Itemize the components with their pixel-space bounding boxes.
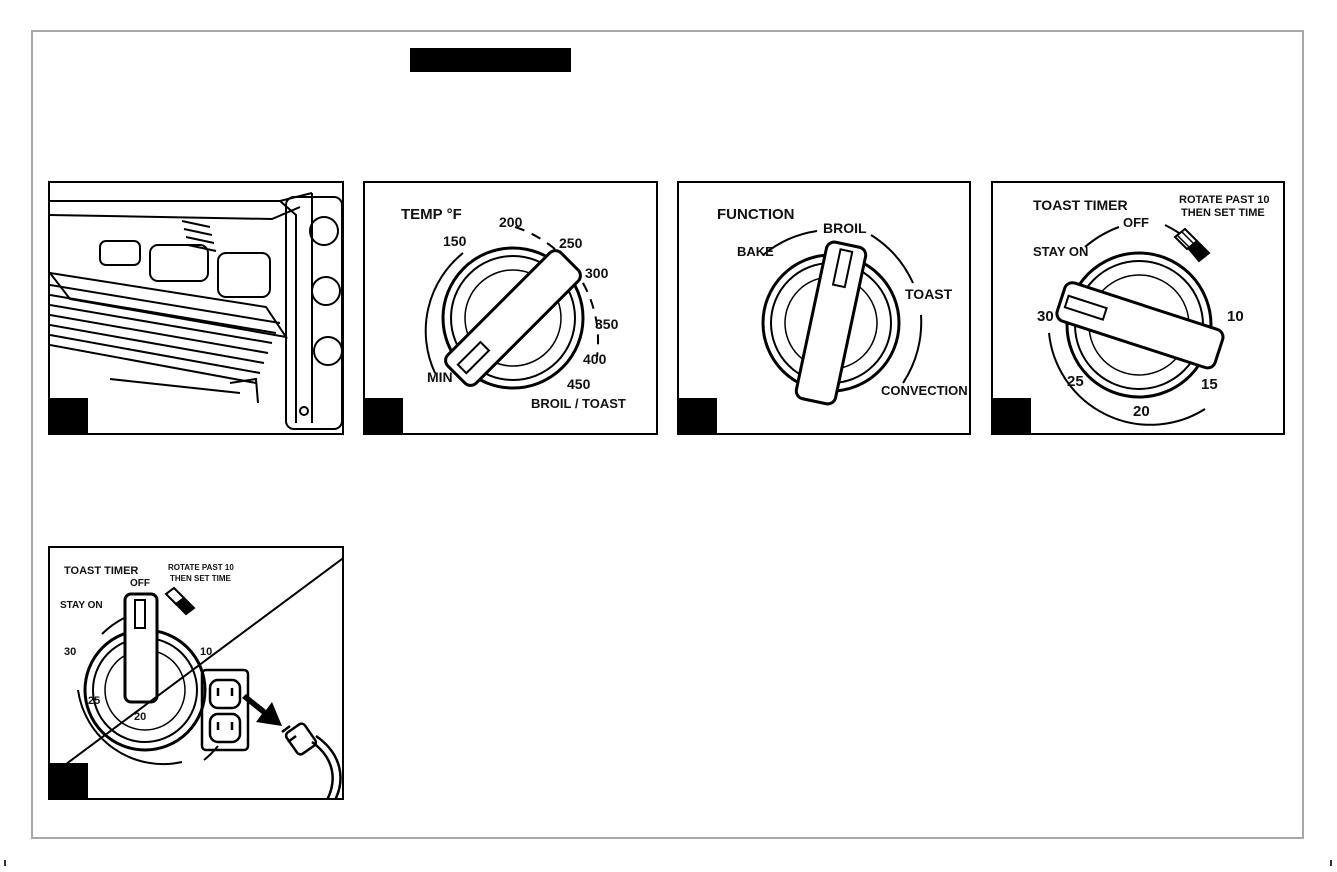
- unplug-rotate-line2: THEN SET TIME: [170, 574, 232, 583]
- temp-tick-400: 400: [583, 351, 607, 367]
- timer-stay-on-label: STAY ON: [1033, 244, 1088, 259]
- step-number-box: [50, 398, 88, 433]
- timer-title: TOAST TIMER: [1033, 197, 1128, 213]
- unplug-illustration: TOAST TIMER ROTATE PAST 10 THEN SET TIME…: [50, 548, 344, 800]
- temp-min-label: MIN: [427, 369, 453, 385]
- timer-rotate-line1: ROTATE PAST 10: [1179, 194, 1269, 206]
- temp-tick-450: 450: [567, 376, 591, 392]
- timer-num-10: 10: [1227, 308, 1244, 325]
- temp-tick-150: 150: [443, 233, 467, 249]
- diagonal-divider: [50, 556, 344, 776]
- unplug-timer-title: TOAST TIMER: [64, 565, 138, 577]
- rotate-indicator-icon: [1175, 229, 1209, 261]
- unplug-num-10: 10: [200, 646, 212, 658]
- temp-title: TEMP °F: [401, 206, 462, 223]
- oven-rack-illustration: [50, 183, 344, 435]
- function-knob-pointer: [795, 241, 867, 406]
- unplug-num-30: 30: [64, 646, 76, 658]
- unplug-knob-pointer: [125, 594, 157, 702]
- timer-num-15: 15: [1201, 376, 1218, 393]
- temp-tick-250: 250: [559, 235, 583, 251]
- temp-tick-350: 350: [595, 316, 619, 332]
- timer-num-20: 20: [1133, 403, 1150, 420]
- temp-tick-200: 200: [499, 214, 523, 230]
- timer-knob-illustration: TOAST TIMER ROTATE PAST 10 THEN SET TIME…: [993, 183, 1285, 435]
- page-edge-tick: [4, 860, 6, 866]
- step-number-box: [50, 763, 88, 798]
- temp-tick-300: 300: [585, 265, 609, 281]
- timer-num-25: 25: [1067, 373, 1084, 390]
- function-broil-label: BROIL: [823, 220, 867, 236]
- step-number-box: [679, 398, 717, 433]
- power-plug-icon: [282, 722, 340, 800]
- panel-temp-knob: TEMP °F 150 200 250 300 350 400 450 MIN …: [363, 181, 658, 435]
- rotate-indicator-icon: [166, 588, 194, 614]
- panel-oven-rack: [48, 181, 344, 435]
- step-number-box: [365, 398, 403, 433]
- unplug-num-20: 20: [134, 711, 146, 723]
- temp-broil-toast-label: BROIL / TOAST: [531, 396, 626, 411]
- panel-toast-timer: TOAST TIMER ROTATE PAST 10 THEN SET TIME…: [991, 181, 1285, 435]
- panel-unplug: TOAST TIMER ROTATE PAST 10 THEN SET TIME…: [48, 546, 344, 800]
- timer-num-30: 30: [1037, 308, 1054, 325]
- function-knob-illustration: FUNCTION BAKE BROIL TOAST CONVECTION: [679, 183, 971, 435]
- function-bake-label: BAKE: [737, 244, 774, 259]
- header-bar: [410, 48, 571, 72]
- function-convection-label: CONVECTION: [881, 383, 968, 398]
- page-edge-tick: [1330, 860, 1332, 866]
- wall-outlet-icon: [202, 670, 248, 750]
- unplug-num-25: 25: [88, 695, 100, 707]
- unplug-stay-on-label: STAY ON: [60, 600, 103, 611]
- timer-off-label: OFF: [1123, 215, 1149, 230]
- step-number-box: [993, 398, 1031, 433]
- function-toast-label: TOAST: [905, 286, 953, 302]
- panel-function-knob: FUNCTION BAKE BROIL TOAST CONVECTION: [677, 181, 971, 435]
- timer-rotate-line2: THEN SET TIME: [1181, 207, 1265, 219]
- function-title: FUNCTION: [717, 206, 795, 223]
- unplug-rotate-line1: ROTATE PAST 10: [168, 563, 234, 572]
- timer-knob-pointer: [1055, 281, 1225, 370]
- unplug-off-label: OFF: [130, 578, 150, 589]
- temp-knob-illustration: TEMP °F 150 200 250 300 350 400 450 MIN …: [365, 183, 658, 435]
